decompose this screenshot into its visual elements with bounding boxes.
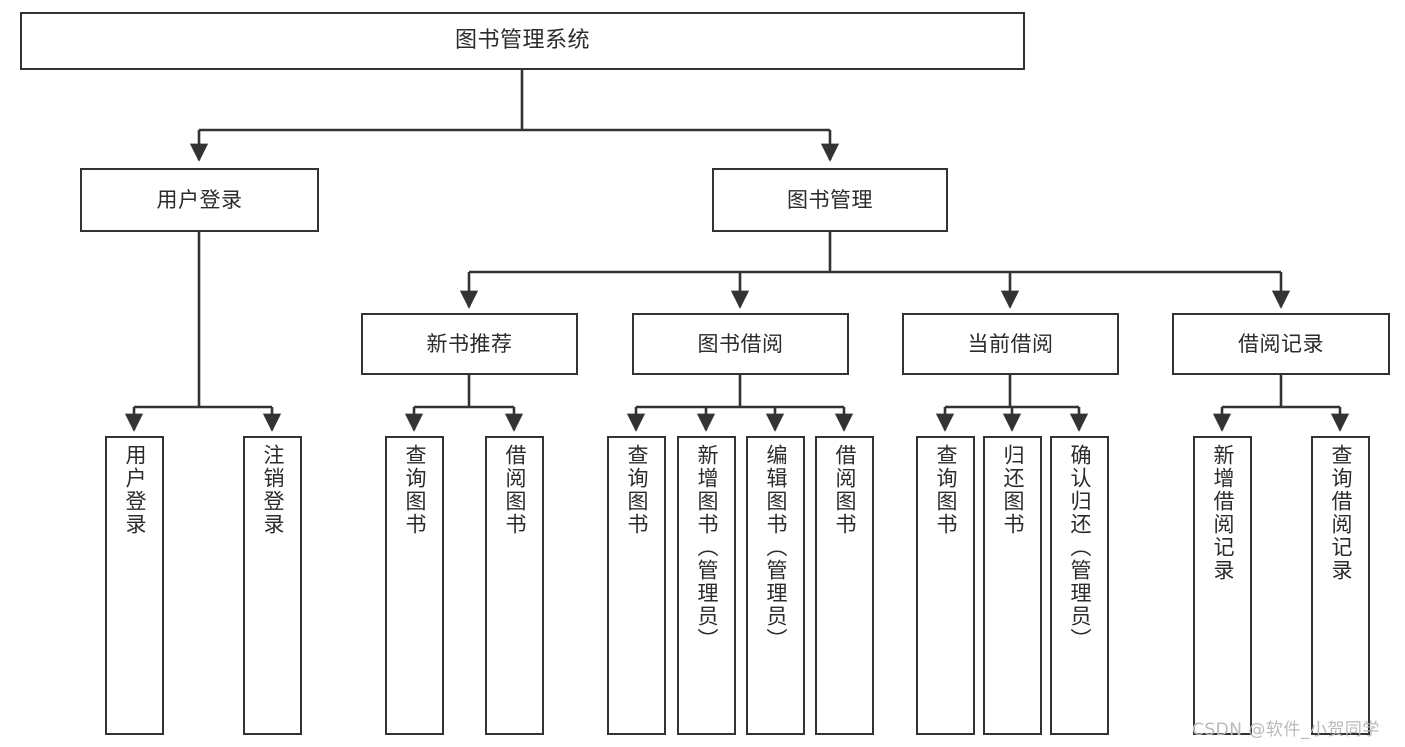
leaf-borrow-book-1-label: 借阅图书 [503, 444, 527, 536]
leaf-return-book[interactable]: 归还图书 [983, 436, 1042, 735]
node-current-borrow-label: 当前借阅 [967, 331, 1054, 356]
leaf-query-book-1[interactable]: 查询图书 [385, 436, 444, 735]
node-user-login[interactable]: 用户登录 [80, 168, 319, 232]
leaf-query-book-1-label: 查询图书 [403, 444, 427, 536]
leaf-user-login-label: 用户登录 [123, 444, 147, 536]
leaf-query-book-3[interactable]: 查询图书 [916, 436, 975, 735]
node-borrow-record[interactable]: 借阅记录 [1172, 313, 1390, 375]
leaf-add-book-label: 新增图书（管理员） [695, 444, 719, 651]
leaf-confirm-return-label: 确认归还（管理员） [1068, 444, 1092, 651]
watermark-text: CSDN @软件_小贺同学 [1192, 720, 1380, 740]
leaf-add-book[interactable]: 新增图书（管理员） [677, 436, 736, 735]
node-book-borrow[interactable]: 图书借阅 [632, 313, 849, 375]
leaf-borrow-book-1[interactable]: 借阅图书 [485, 436, 544, 735]
node-root-label: 图书管理系统 [454, 28, 590, 54]
node-book-manage-label: 图书管理 [787, 187, 873, 212]
node-user-login-label: 用户登录 [156, 187, 243, 212]
leaf-borrow-book-2[interactable]: 借阅图书 [815, 436, 874, 735]
leaf-query-book-2[interactable]: 查询图书 [607, 436, 666, 735]
node-new-book-recommend-label: 新书推荐 [426, 331, 513, 356]
leaf-edit-book-label: 编辑图书（管理员） [764, 444, 788, 651]
node-book-borrow-label: 图书借阅 [697, 331, 784, 356]
leaf-query-book-3-label: 查询图书 [934, 444, 958, 536]
leaf-return-book-label: 归还图书 [1001, 444, 1025, 536]
leaf-query-record[interactable]: 查询借阅记录 [1311, 436, 1370, 735]
leaf-confirm-return[interactable]: 确认归还（管理员） [1050, 436, 1109, 735]
node-book-manage[interactable]: 图书管理 [712, 168, 948, 232]
node-borrow-record-label: 借阅记录 [1238, 331, 1324, 356]
leaf-logout[interactable]: 注销登录 [243, 436, 302, 735]
node-new-book-recommend[interactable]: 新书推荐 [361, 313, 578, 375]
leaf-query-book-2-label: 查询图书 [625, 444, 649, 536]
leaf-borrow-book-2-label: 借阅图书 [833, 444, 857, 536]
leaf-edit-book[interactable]: 编辑图书（管理员） [746, 436, 805, 735]
leaf-add-record-label: 新增借阅记录 [1211, 444, 1235, 582]
leaf-query-record-label: 查询借阅记录 [1329, 444, 1353, 582]
leaf-user-login[interactable]: 用户登录 [105, 436, 164, 735]
leaf-logout-label: 注销登录 [261, 444, 285, 536]
leaf-add-record[interactable]: 新增借阅记录 [1193, 436, 1252, 735]
node-root[interactable]: 图书管理系统 [20, 12, 1025, 70]
node-current-borrow[interactable]: 当前借阅 [902, 313, 1119, 375]
